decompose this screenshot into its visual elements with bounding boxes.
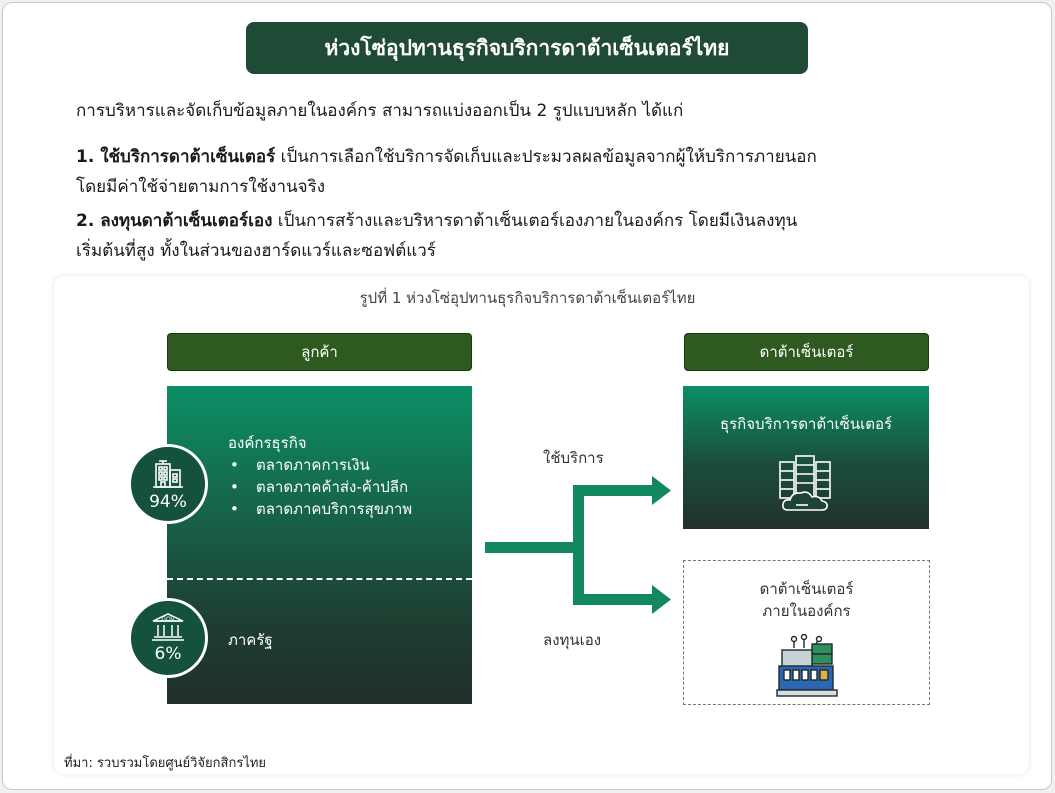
customer-header: ลูกค้า xyxy=(167,333,472,371)
business-bullet: ตลาดภาคค้าส่ง-ค้าปลีก xyxy=(228,476,412,498)
arrow-label-use-service: ใช้บริการ xyxy=(543,449,604,467)
dc-own-title-line2: ภายในองค์กร xyxy=(762,602,851,620)
business-bullet: ตลาดภาคบริการสุขภาพ xyxy=(228,498,412,520)
business-list: ตลาดภาคการเงิน ตลาดภาคค้าส่ง-ค้าปลีก ตลา… xyxy=(228,454,412,520)
figure-caption: รูปที่ 1 ห่วงโซ่อุปทานธุรกิจบริการดาต้าเ… xyxy=(359,289,696,307)
business-title: องค์กรธุรกิจ xyxy=(228,434,307,452)
source-note: ที่มา: รวบรวมโดยศูนย์วิจัยกสิกรไทย xyxy=(64,756,267,771)
item-own-investment-desc: เป็นการสร้างและบริหารดาต้าเซ็นเตอร์เองภา… xyxy=(272,211,798,231)
government-building-icon: GOV xyxy=(152,613,184,641)
business-share-badge: 94% xyxy=(128,444,208,524)
dc-service-title: ธุรกิจบริการดาต้าเซ็นเตอร์ xyxy=(719,415,893,433)
flow-arrow-top-head xyxy=(652,476,671,505)
server-cloud-icon xyxy=(779,455,831,511)
flow-arrow-trunk xyxy=(573,486,584,604)
item-use-service-title: 1. ใช้บริการดาต้าเซ็นเตอร์ xyxy=(76,147,276,167)
page-title: ห่วงโซ่อุปทานธุรกิจบริการดาต้าเซ็นเตอร์ไ… xyxy=(246,22,808,74)
intro-text: การบริหารและจัดเก็บข้อมูลภายในองค์กร สาม… xyxy=(76,101,684,121)
item-use-service-desc: เป็นการเลือกใช้บริการจัดเก็บและประมวลผลข… xyxy=(275,147,817,167)
flow-arrow-stem xyxy=(485,542,580,553)
item-own-investment: 2. ลงทุนดาต้าเซ็นเตอร์เอง เป็นการสร้างแล… xyxy=(76,206,1006,266)
dc-own-title-line1: ดาต้าเซ็นเตอร์ xyxy=(759,580,854,598)
business-bullet: ตลาดภาคการเงิน xyxy=(228,454,412,476)
government-title: ภาครัฐ xyxy=(228,631,273,649)
item-own-investment-desc-2: เริ่มต้นที่สูง ทั้งในส่วนของฮาร์ดแวร์และ… xyxy=(76,241,436,261)
item-use-service: 1. ใช้บริการดาต้าเซ็นเตอร์ เป็นการเลือกใ… xyxy=(76,142,1006,202)
gov-icon-text: GOV xyxy=(161,616,175,623)
flow-arrow-top-shaft xyxy=(573,485,653,496)
item-use-service-desc-2: โดยมีค่าใช้จ่ายตามการใช้งานจริง xyxy=(76,177,326,197)
dc-own-title: ดาต้าเซ็นเตอร์ ภายในองค์กร xyxy=(683,578,930,622)
government-share-badge: GOV 6% xyxy=(128,598,208,678)
flow-arrow-bottom-head xyxy=(652,585,671,614)
business-text: องค์กรธุรกิจ ตลาดภาคการเงิน ตลาดภาคค้าส่… xyxy=(228,432,412,520)
arrow-label-own-investment: ลงทุนเอง xyxy=(543,631,602,649)
business-percent: 94% xyxy=(149,492,187,512)
customer-divider xyxy=(167,578,472,580)
office-building-icon xyxy=(153,460,183,488)
item-own-investment-title: 2. ลงทุนดาต้าเซ็นเตอร์เอง xyxy=(76,211,273,231)
flow-arrow-bottom-shaft xyxy=(573,594,653,605)
server-circuit-icon xyxy=(776,634,838,697)
flow-arrows xyxy=(485,476,671,614)
customer-block xyxy=(167,386,472,704)
government-percent: 6% xyxy=(154,644,182,664)
datacenter-header: ดาต้าเซ็นเตอร์ xyxy=(684,333,929,371)
